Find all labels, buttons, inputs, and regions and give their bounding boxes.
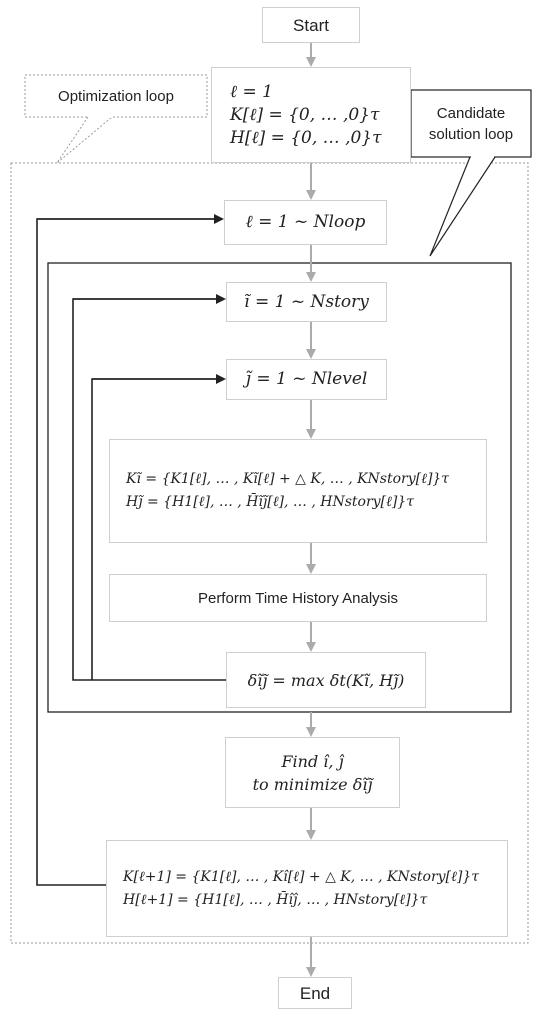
candidate-loop-region: [47, 262, 512, 713]
loop-i-node: ĩ = 1 ~ Nstory: [226, 282, 387, 322]
final-update-node: K[ℓ+1] = {K1[ℓ], … , Kî[ℓ] + △ K, … , KN…: [106, 840, 508, 937]
candidate-callout-tail: [429, 156, 496, 257]
candidate-callout-box: [410, 89, 532, 158]
end-node: End: [278, 977, 352, 1009]
optimization-loop-label: Optimization loop: [58, 87, 174, 105]
init-node: ℓ = 1 K[ℓ] = {0, … ,0}τ H[ℓ] = {0, … ,0}…: [211, 67, 411, 163]
analysis-node: Perform Time History Analysis: [109, 574, 487, 622]
find-node: Find î, ĵ to minimize δĩj̃: [225, 737, 400, 808]
optimization-callout-tail: [56, 116, 113, 164]
optimization-loop-region: [10, 162, 529, 944]
loop-j-node: j̃ = 1 ~ Nlevel: [226, 359, 387, 400]
candidate-loop-label: Candidate solution loop: [428, 104, 514, 143]
update-node: Kĩ = {K1[ℓ], … , Kĩ[ℓ] + △ K, … , KNstor…: [109, 439, 487, 543]
loop-l-feedback: [36, 218, 222, 886]
loop-l-node: ℓ = 1 ~ Nloop: [224, 200, 387, 245]
start-node: Start: [262, 7, 360, 43]
optimization-callout-box: [24, 74, 208, 118]
delta-node: δĩj̃ = max δt(Kĩ, Hj̃): [226, 652, 426, 708]
